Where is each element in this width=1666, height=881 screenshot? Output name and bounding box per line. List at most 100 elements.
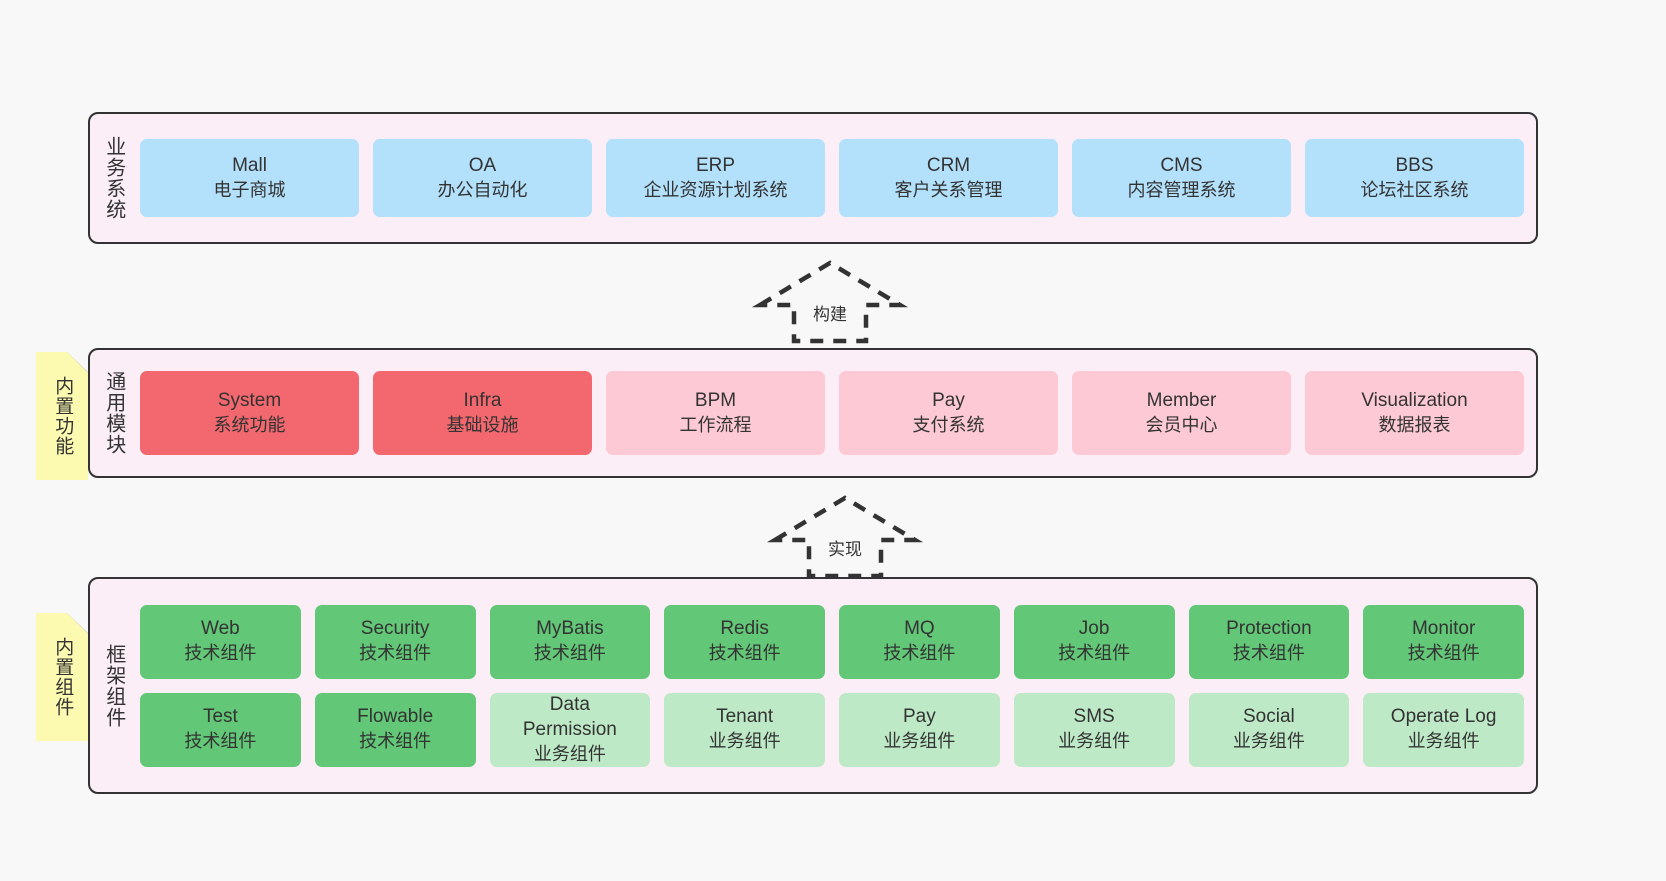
note-builtin-components: 内置组件 [36, 613, 88, 741]
card-subtitle: 电子商城 [213, 179, 286, 200]
arrow-build: 构建 [750, 255, 910, 347]
card-subtitle: 业务组件 [883, 731, 956, 752]
card-subtitle: 企业资源计划系统 [643, 179, 788, 200]
layer-body-business-system: Mall 电子商城 OA 办公自动化 ERP 企业资源计划系统 CRM 客户关系… [136, 114, 1536, 242]
card-title: Test [202, 706, 238, 728]
card-subtitle: 技术组件 [359, 643, 432, 664]
card-title: Visualization [1361, 389, 1468, 411]
card-title: Job [1078, 618, 1110, 640]
card-title: Social [1243, 706, 1295, 728]
card-subtitle: 内容管理系统 [1127, 179, 1236, 200]
card-subtitle: 会员中心 [1145, 414, 1218, 435]
card-subtitle: 技术组件 [1058, 643, 1131, 664]
card-bpm[interactable]: BPM 工作流程 [606, 371, 825, 455]
card-subtitle: 基础设施 [446, 414, 519, 435]
card-pay[interactable]: Pay 支付系统 [839, 371, 1058, 455]
card-data-permission[interactable]: Data Permission 业务组件 [489, 692, 651, 767]
card-subtitle: 工作流程 [679, 414, 752, 435]
card-monitor[interactable]: Monitor 技术组件 [1363, 604, 1524, 679]
card-redis[interactable]: Redis 技术组件 [664, 604, 825, 679]
card-title: SMS [1073, 706, 1115, 728]
card-subtitle: 业务组件 [1232, 731, 1305, 752]
card-subtitle: 业务组件 [533, 743, 606, 764]
layer-title-business-system: 业务系统 [102, 136, 125, 220]
card-subtitle: 技术组件 [1232, 643, 1305, 664]
layer-framework-component: 框架组件 Web 技术组件 Security 技术组件 MyBatis 技术组件… [88, 577, 1538, 794]
card-crm[interactable]: CRM 客户关系管理 [839, 139, 1058, 217]
arrow-implement: 实现 [765, 490, 925, 582]
card-title: Infra [463, 389, 502, 411]
layer-body-framework-component: Web 技术组件 Security 技术组件 MyBatis 技术组件 Redi… [136, 579, 1536, 792]
card-subtitle: 论坛社区系统 [1360, 179, 1469, 200]
card-subtitle: 业务组件 [1058, 731, 1131, 752]
card-bbs[interactable]: BBS 论坛社区系统 [1305, 139, 1524, 217]
layer-business-system: 业务系统 Mall 电子商城 OA 办公自动化 ERP 企业资源计划系统 CRM… [88, 112, 1538, 244]
arrow-build-icon [751, 260, 909, 344]
card-mybatis[interactable]: MyBatis 技术组件 [489, 604, 651, 679]
card-system[interactable]: System 系统功能 [140, 371, 359, 455]
card-title: Pay [932, 389, 965, 411]
card-subtitle: 业务组件 [1407, 731, 1480, 752]
card-member[interactable]: Member 会员中心 [1072, 371, 1291, 455]
card-title: Monitor [1411, 618, 1476, 640]
card-title: Member [1146, 389, 1217, 411]
card-title: BBS [1395, 154, 1434, 176]
card-title: ERP [695, 154, 736, 176]
card-title: Security [360, 618, 430, 640]
card-subtitle: 技术组件 [184, 731, 257, 752]
card-erp[interactable]: ERP 企业资源计划系统 [606, 139, 825, 217]
card-title: CMS [1160, 154, 1203, 176]
card-flowable[interactable]: Flowable 技术组件 [314, 692, 476, 767]
layer-body-common-module: System 系统功能 Infra 基础设施 BPM 工作流程 Pay 支付系统… [136, 350, 1536, 476]
card-subtitle: 支付系统 [912, 414, 985, 435]
arrow-build-label: 构建 [811, 300, 849, 325]
layer-title-framework-component: 框架组件 [102, 643, 125, 728]
card-mall[interactable]: Mall 电子商城 [140, 139, 359, 217]
card-title: Tenant [716, 706, 774, 728]
arrow-implement-label: 实现 [826, 535, 864, 560]
card-cms[interactable]: CMS 内容管理系统 [1072, 139, 1291, 217]
card-oa[interactable]: OA 办公自动化 [373, 139, 592, 217]
card-title: System [217, 389, 282, 411]
card-title: Mall [232, 154, 267, 176]
card-row: Web 技术组件 Security 技术组件 MyBatis 技术组件 Redi… [140, 604, 1524, 679]
card-title: Flowable [357, 706, 434, 728]
card-tenant[interactable]: Tenant 业务组件 [664, 692, 825, 767]
card-subtitle: 客户关系管理 [894, 179, 1003, 200]
card-title: Data Permission [522, 694, 617, 740]
card-subtitle: 技术组件 [359, 731, 432, 752]
card-subtitle: 技术组件 [708, 643, 781, 664]
card-subtitle: 技术组件 [184, 643, 257, 664]
card-social[interactable]: Social 业务组件 [1188, 692, 1350, 767]
card-title: MyBatis [536, 618, 604, 640]
card-title: Operate Log [1390, 706, 1497, 728]
card-row: System 系统功能 Infra 基础设施 BPM 工作流程 Pay 支付系统… [140, 371, 1524, 455]
arrow-implement-icon [766, 495, 924, 579]
card-pay-component[interactable]: Pay 业务组件 [839, 692, 1000, 767]
card-subtitle: 数据报表 [1378, 414, 1451, 435]
card-web[interactable]: Web 技术组件 [140, 604, 301, 679]
card-security[interactable]: Security 技术组件 [314, 604, 476, 679]
card-title: OA [468, 154, 497, 176]
card-protection[interactable]: Protection 技术组件 [1188, 604, 1350, 679]
card-sms[interactable]: SMS 业务组件 [1013, 692, 1175, 767]
layer-common-module: 通用模块 System 系统功能 Infra 基础设施 BPM 工作流程 Pay… [88, 348, 1538, 478]
note-builtin-features: 内置功能 [36, 352, 88, 480]
card-subtitle: 业务组件 [708, 731, 781, 752]
card-row: Mall 电子商城 OA 办公自动化 ERP 企业资源计划系统 CRM 客户关系… [140, 139, 1524, 217]
note-label: 内置组件 [52, 637, 74, 717]
card-title: Pay [903, 706, 936, 728]
card-test[interactable]: Test 技术组件 [140, 692, 301, 767]
card-infra[interactable]: Infra 基础设施 [373, 371, 592, 455]
note-fold-icon [67, 613, 88, 634]
card-visualization[interactable]: Visualization 数据报表 [1305, 371, 1524, 455]
card-job[interactable]: Job 技术组件 [1013, 604, 1175, 679]
card-title: CRM [926, 154, 971, 176]
card-operate-log[interactable]: Operate Log 业务组件 [1363, 692, 1524, 767]
card-subtitle: 技术组件 [1407, 643, 1480, 664]
note-fold-icon [67, 352, 88, 373]
card-mq[interactable]: MQ 技术组件 [839, 604, 1000, 679]
card-title: Redis [720, 618, 769, 640]
card-title: Protection [1226, 618, 1312, 640]
